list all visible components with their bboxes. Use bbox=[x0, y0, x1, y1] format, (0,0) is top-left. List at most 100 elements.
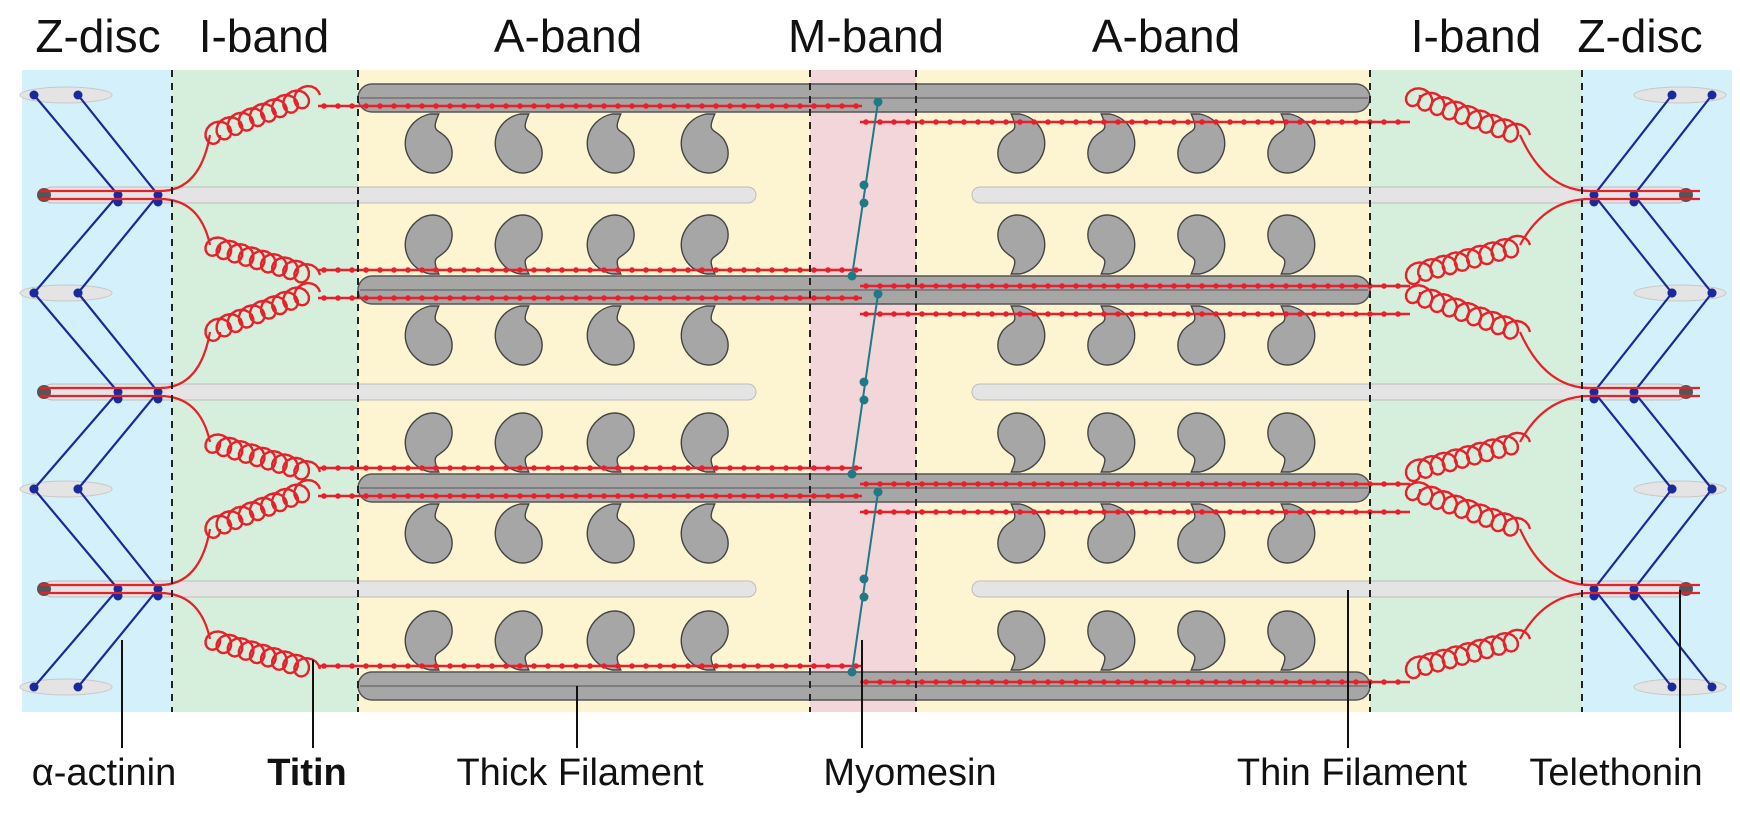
titin-bead bbox=[853, 103, 859, 109]
titin-bead bbox=[1395, 119, 1401, 125]
titin-bead bbox=[433, 267, 439, 273]
titin-bead bbox=[1115, 509, 1121, 515]
titin-bead bbox=[741, 103, 747, 109]
titin-bead bbox=[391, 663, 397, 669]
titin-bead bbox=[853, 267, 859, 273]
titin-bead bbox=[933, 311, 939, 317]
alpha-actinin-node bbox=[29, 90, 39, 100]
titin-bead bbox=[1129, 509, 1135, 515]
titin-bead bbox=[1129, 119, 1135, 125]
titin-bead bbox=[989, 679, 995, 685]
titin-bead bbox=[975, 509, 981, 515]
titin-bead bbox=[629, 267, 635, 273]
titin-bead bbox=[1143, 283, 1149, 289]
titin-bead bbox=[349, 493, 355, 499]
titin-link-right bbox=[1519, 394, 1700, 443]
titin-bead bbox=[1129, 311, 1135, 317]
titin-bead bbox=[643, 295, 649, 301]
titin-bead bbox=[1367, 481, 1373, 487]
titin-bead bbox=[1115, 311, 1121, 317]
titin-bead bbox=[321, 103, 327, 109]
titin-bead bbox=[755, 267, 761, 273]
titin-bead bbox=[989, 119, 995, 125]
titin-bead bbox=[1115, 283, 1121, 289]
titin-bead bbox=[919, 481, 925, 487]
titin-bead bbox=[1073, 481, 1079, 487]
titin-bead bbox=[1353, 509, 1359, 515]
titin-bead bbox=[433, 295, 439, 301]
titin-bead bbox=[363, 493, 369, 499]
alpha-actinin-node bbox=[113, 387, 123, 397]
titin-bead bbox=[1283, 481, 1289, 487]
myosin-head bbox=[680, 610, 729, 671]
titin-bead bbox=[1255, 509, 1261, 515]
titin-bead bbox=[877, 119, 883, 125]
titin-bead bbox=[657, 295, 663, 301]
label-thin-filament: Thin Filament bbox=[1236, 752, 1468, 794]
myomesin-node bbox=[873, 289, 883, 299]
titin-bead bbox=[475, 295, 481, 301]
titin-bead bbox=[517, 465, 523, 471]
titin-bead bbox=[685, 493, 691, 499]
titin-bead bbox=[919, 509, 925, 515]
titin-bead bbox=[1311, 311, 1317, 317]
titin-bead bbox=[1297, 481, 1303, 487]
titin-bead bbox=[1353, 119, 1359, 125]
titin-coil-left bbox=[204, 478, 322, 540]
titin-bead bbox=[1101, 679, 1107, 685]
titin-bead bbox=[573, 295, 579, 301]
myosin-head bbox=[494, 305, 543, 366]
titin-bead bbox=[1171, 481, 1177, 487]
titin-bead bbox=[559, 493, 565, 499]
band-label-z-disc-right: Z-disc bbox=[1577, 10, 1703, 62]
titin-bead bbox=[685, 465, 691, 471]
titin-bead bbox=[629, 295, 635, 301]
titin-bead bbox=[349, 267, 355, 273]
titin-bead bbox=[1185, 283, 1191, 289]
myosin-head bbox=[1177, 214, 1226, 275]
myosin-head bbox=[1087, 610, 1136, 671]
titin-bead bbox=[755, 493, 761, 499]
titin-bead bbox=[321, 465, 327, 471]
titin-bead bbox=[727, 465, 733, 471]
titin-bead bbox=[1087, 509, 1093, 515]
myomesin-node bbox=[859, 592, 869, 602]
titin-bead bbox=[1101, 481, 1107, 487]
titin-bead bbox=[891, 679, 897, 685]
titin-bead bbox=[1017, 283, 1023, 289]
titin-bead bbox=[489, 465, 495, 471]
titin-bead bbox=[475, 267, 481, 273]
titin-bead bbox=[1395, 509, 1401, 515]
titin-bead bbox=[919, 283, 925, 289]
titin-bead bbox=[559, 103, 565, 109]
titin-bead bbox=[1045, 679, 1051, 685]
alpha-actinin-node bbox=[73, 484, 83, 494]
myosin-head bbox=[494, 610, 543, 671]
titin-bead bbox=[1353, 481, 1359, 487]
titin-bead bbox=[1339, 509, 1345, 515]
alpha-actinin-node bbox=[1629, 387, 1639, 397]
myomesin-node bbox=[859, 198, 869, 208]
titin-bead bbox=[989, 283, 995, 289]
titin-bead bbox=[1297, 311, 1303, 317]
titin-bead bbox=[601, 465, 607, 471]
myosin-head bbox=[1177, 305, 1226, 366]
titin-bead bbox=[863, 679, 869, 685]
titin-bead bbox=[531, 493, 537, 499]
titin-bead bbox=[961, 509, 967, 515]
myomesin-node bbox=[873, 487, 883, 497]
titin-bead bbox=[629, 103, 635, 109]
titin-bead bbox=[475, 493, 481, 499]
titin-bead bbox=[1227, 481, 1233, 487]
titin-bead bbox=[947, 311, 953, 317]
titin-bead bbox=[825, 663, 831, 669]
titin-bead bbox=[377, 465, 383, 471]
titin-bead bbox=[1171, 311, 1177, 317]
titin-bead bbox=[657, 465, 663, 471]
titin-bead bbox=[405, 267, 411, 273]
myosin-head bbox=[1087, 113, 1136, 174]
titin-bead bbox=[797, 465, 803, 471]
titin-bead bbox=[671, 493, 677, 499]
myosin-head bbox=[586, 610, 635, 671]
titin-bead bbox=[545, 493, 551, 499]
